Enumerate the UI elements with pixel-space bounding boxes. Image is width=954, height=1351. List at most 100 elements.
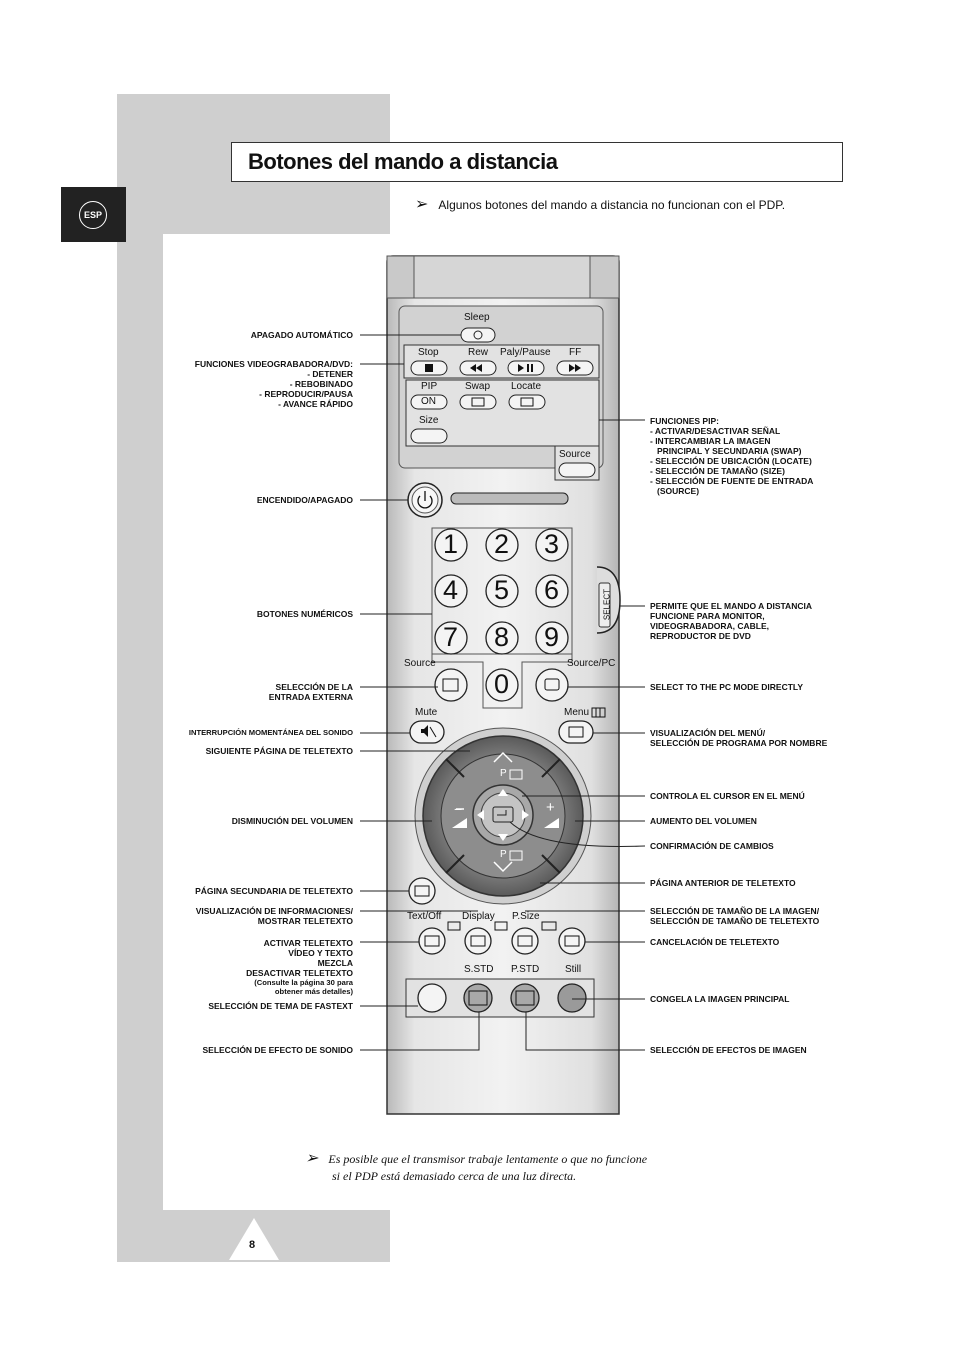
source-pc-button: [535, 668, 569, 702]
callout-display-line2: MOSTRAR TELETEXTO: [257, 916, 353, 926]
callout-picture-size: SELECCIÓN DE TAMAÑO DE LA IMAGEN/ SELECC…: [650, 906, 819, 926]
callout-teletext-mode: ACTIVAR TELETEXTO VÍDEO Y TEXTO MEZCLA D…: [246, 938, 353, 996]
p-size-label: P.Size: [512, 911, 540, 922]
callout-menu: VISUALIZACIÓN DEL MENÚ/ SELECCIÓN DE PRO…: [650, 728, 827, 748]
digit-buttons: [434, 528, 569, 702]
top-note-text: Algunos botones del mando a distancia no…: [438, 198, 786, 212]
source-label: Source: [404, 658, 436, 669]
callout-teletext-note2: obtener más detalles): [274, 987, 353, 996]
callout-pip-locate: - SELECCIÓN DE UBICACIÓN (LOCATE): [650, 456, 812, 466]
callout-prev-teletext: PÁGINA ANTERIOR DE TELETEXTO: [650, 878, 796, 888]
callout-next-teletext: SIGUIENTE PÁGINA DE TELETEXTO: [205, 746, 353, 756]
callout-select-line1: PERMITE QUE EL MANDO A DISTANCIA: [650, 601, 812, 611]
callout-vcr-ff: - AVANCE RÁPIDO: [278, 399, 353, 409]
callout-confirm: CONFIRMACIÓN DE CAMBIOS: [650, 841, 774, 851]
pip-source-label: Source: [559, 449, 591, 460]
pip-on-label: ON: [421, 396, 436, 407]
callout-vcr-functions: FUNCIONES VIDEOGRABADORA/DVD: - DETENER …: [195, 359, 353, 409]
callout-pc-mode: SELECT TO THE PC MODE DIRECTLY: [650, 682, 804, 692]
callout-teletext-sub: PÁGINA SECUNDARIA DE TELETEXTO: [195, 886, 353, 896]
fastext-button: [417, 983, 447, 1013]
callout-teletext-mix: MEZCLA: [317, 958, 353, 968]
callout-mute: INTERRUPCIÓN MOMENTÁNEA DEL SONIDO: [188, 728, 353, 737]
callout-teletext-off: DESACTIVAR TELETEXTO: [246, 968, 353, 978]
ff-label: FF: [569, 347, 582, 358]
text-off-button: [418, 927, 446, 955]
source-button: [434, 668, 468, 702]
grey-left-margin: [117, 234, 163, 1262]
size-label: Size: [419, 415, 439, 426]
callout-sound-effect: SELECCIÓN DE EFECTO DE SONIDO: [202, 1045, 353, 1055]
bottom-note-line2: si el PDP está demasiado cerca de una lu…: [332, 1169, 577, 1183]
page-title: Botones del mando a distancia: [248, 149, 558, 174]
callout-vcr-title: FUNCIONES VIDEOGRABADORA/DVD:: [194, 359, 353, 369]
digit-1: 1: [443, 529, 459, 559]
pip-label: PIP: [421, 381, 438, 392]
note-arrow-icon: ➢: [305, 1150, 319, 1167]
locate-label: Locate: [511, 381, 542, 392]
ir-window: [450, 492, 569, 505]
callout-display-info: VISUALIZACIÓN DE INFORMACIONES/ MOSTRAR …: [196, 906, 353, 926]
callout-menu-line2: SELECCIÓN DE PROGRAMA POR NOMBRE: [650, 738, 828, 748]
callout-vcr-play: - REPRODUCIR/PAUSA: [259, 389, 353, 399]
callout-external-line2: ENTRADA EXTERNA: [268, 692, 353, 702]
callout-pip-source1: - SELECCIÓN DE FUENTE DE ENTRADA: [650, 476, 814, 486]
p-std-label: P.STD: [511, 964, 540, 975]
still-label: Still: [565, 964, 582, 975]
rew-label: Rew: [468, 347, 489, 358]
top-note: ➢ Algunos botones del mando a distancia n…: [415, 194, 785, 214]
callout-select-line4: REPRODUCTOR DE DVD: [650, 631, 751, 641]
callout-pip-swap2: PRINCIPAL Y SECUNDARIA (SWAP): [657, 446, 802, 456]
source-pc-label: Source/PC: [567, 658, 616, 669]
digit-7: 7: [443, 622, 459, 652]
page-title-box: Botones del mando a distancia: [231, 142, 843, 182]
s-std-label: S.STD: [464, 964, 494, 975]
locate-button: [508, 394, 546, 410]
still-button: [557, 983, 587, 1013]
language-tab: ESP: [61, 187, 126, 242]
size-button: [410, 428, 448, 444]
digit-5: 5: [494, 575, 510, 605]
digit-8: 8: [494, 622, 510, 652]
leader-lines: [360, 334, 646, 1051]
display-label: Display: [462, 911, 495, 922]
page-number-wrapper: 8: [229, 1217, 279, 1261]
sleep-label: Sleep: [464, 312, 490, 323]
minus-label: −: [454, 801, 463, 817]
callout-select-mode: PERMITE QUE EL MANDO A DISTANCIA FUNCION…: [650, 601, 812, 641]
p-size-button: [511, 927, 539, 955]
swap-button: [459, 394, 497, 410]
select-label: SELECT: [602, 588, 612, 621]
bottom-note-line1: Es posible que el transmisor trabaje len…: [328, 1152, 648, 1166]
callout-teletext-note1: (Consulte la página 30 para: [254, 978, 353, 987]
callout-pip-size: - SELECCIÓN DE TAMAÑO (SIZE): [650, 466, 785, 476]
bottom-note: ➢ Es posible que el transmisor trabaje le…: [305, 1150, 647, 1185]
swap-label: Swap: [465, 381, 491, 392]
callout-picture-effect: SELECCIÓN DE EFECTOS DE IMAGEN: [650, 1045, 807, 1055]
teletext-cancel-button: [558, 927, 586, 955]
pip-source-button: [558, 462, 596, 478]
callout-psize-line2: SELECCIÓN DE TAMAÑO DE TELETEXTO: [650, 916, 820, 926]
vol-up-icon: [544, 818, 559, 828]
callout-cursor: CONTROLA EL CURSOR EN EL MENÚ: [650, 791, 805, 801]
callout-volume-up: AUMENTO DEL VOLUMEN: [650, 816, 757, 826]
language-badge: ESP: [79, 201, 107, 229]
note-arrow-icon: ➢: [415, 196, 429, 213]
callout-volume-down: DISMINUCIÓN DEL VOLUMEN: [231, 816, 353, 826]
callout-select-line2: FUNCIONE PARA MONITOR,: [650, 611, 765, 621]
menu-label: Menu: [564, 707, 590, 718]
callout-pip-swap1: - INTERCAMBIAR LA IMAGEN: [650, 436, 771, 446]
p-up-label: P: [500, 768, 507, 779]
digit-2: 2: [494, 529, 510, 559]
digit-4: 4: [443, 575, 459, 605]
callout-numeric: BOTONES NUMÉRICOS: [256, 609, 353, 619]
page-number: 8: [249, 1239, 256, 1251]
digit-0: 0: [494, 669, 510, 699]
callout-teletext-video: VÍDEO Y TEXTO: [288, 948, 353, 958]
digit-9: 9: [544, 622, 560, 652]
callout-vcr-rewind: - REBOBINADO: [289, 379, 353, 389]
play-pause-label: Paly/Pause: [500, 347, 551, 358]
mute-label: Mute: [415, 707, 438, 718]
vol-down-icon: [452, 818, 467, 828]
